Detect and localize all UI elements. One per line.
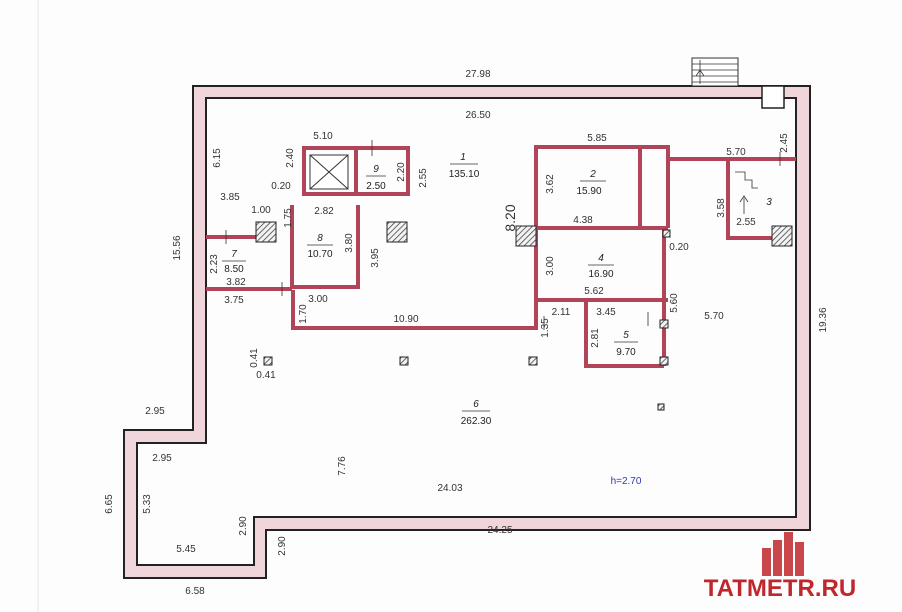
- dim-0-41b: 0.41: [256, 370, 276, 381]
- dim-notch-inner: 2.90: [238, 516, 249, 536]
- dim-10-90: 10.90: [393, 314, 418, 325]
- dim-2-11: 2.11: [552, 307, 571, 318]
- dim-1-00: 1.00: [251, 205, 271, 216]
- dim-bottom-inner: 24.03: [437, 483, 462, 494]
- room-area: 10.70: [307, 249, 332, 260]
- room-number: 3: [766, 197, 772, 208]
- dim-2-20: 2.20: [396, 162, 407, 182]
- room-labels: 1 135.10 2 15.90 3 4 16.90 5 9.70 6 262.…: [222, 152, 772, 427]
- dim-notch-outer: 2.90: [277, 536, 288, 556]
- dim-right: 19.36: [818, 307, 829, 332]
- dim-3-75: 3.75: [224, 295, 244, 306]
- interior-stair: [735, 171, 758, 214]
- room-label-5: 5 9.70: [614, 330, 638, 358]
- dim-bottom-wing-outer: 6.58: [185, 586, 205, 597]
- room-label-9: 9 2.50: [366, 164, 386, 192]
- dim-3-00a: 3.00: [308, 294, 328, 305]
- elevator-icon: [309, 154, 349, 190]
- dim-5-70a: 5.70: [726, 147, 746, 158]
- dim-3-00b: 3.00: [545, 256, 556, 276]
- dim-1-75: 1.75: [283, 208, 294, 228]
- dim-0-20a: 0.20: [271, 181, 291, 192]
- dim-2-40: 2.40: [285, 148, 296, 168]
- dim-0-20b: 0.20: [669, 242, 689, 253]
- room-label-8: 8 10.70: [307, 233, 333, 260]
- dim-8-20: 8.20: [502, 204, 518, 231]
- dim-3-80: 3.80: [344, 233, 355, 253]
- room-area: 16.90: [588, 269, 613, 280]
- dim-top-inner: 26.50: [465, 110, 490, 121]
- entrance-stair: [691, 57, 739, 87]
- room-label-6: 6 262.30: [461, 399, 492, 427]
- dim-1-70: 1.70: [298, 304, 309, 324]
- dim-5-60: 5.60: [669, 293, 680, 313]
- room-number: 4: [598, 253, 604, 264]
- room-area: 8.50: [224, 264, 244, 275]
- dim-3-62: 3.62: [545, 174, 556, 194]
- room-label-3: 3: [766, 197, 772, 208]
- dim-3-95: 3.95: [370, 248, 381, 268]
- dim-4-38: 4.38: [573, 215, 593, 226]
- tatmetr-logo-icon: [762, 532, 804, 576]
- room-area: 2.50: [366, 181, 386, 192]
- dim-3-45: 3.45: [596, 307, 616, 318]
- partitions: [206, 145, 796, 368]
- room-area: 135.10: [449, 169, 480, 180]
- brand-watermark: TATMETR.RU: [704, 575, 856, 602]
- room-label-4: 4 16.90: [588, 253, 614, 280]
- dim-5-85: 5.85: [587, 133, 607, 144]
- dim-bottom-wing-inner: 5.45: [176, 544, 196, 555]
- room-area: 9.70: [616, 347, 636, 358]
- dim-2-55b: 2.55: [736, 217, 756, 228]
- dim-5-62: 5.62: [584, 286, 604, 297]
- room-label-1: 1 135.10: [449, 152, 480, 180]
- room-number: 1: [460, 152, 466, 163]
- dim-0-41a: 0.41: [249, 348, 260, 368]
- dim-3-85: 3.85: [220, 192, 240, 203]
- dim-top-outer: 27.98: [465, 69, 490, 80]
- room-label-2: 2 15.90: [576, 169, 606, 197]
- dim-2-55: 2.55: [418, 168, 429, 188]
- dim-5-70b: 5.70: [704, 311, 724, 322]
- room-number: 2: [589, 169, 596, 180]
- room-number: 6: [473, 399, 479, 410]
- exterior-wall: [123, 85, 811, 579]
- dim-left-inner-long: 7.76: [337, 456, 348, 476]
- room-number: 9: [373, 164, 379, 175]
- dim-2-81: 2.81: [590, 328, 601, 348]
- room-number: 7: [231, 249, 237, 260]
- dim-5-10: 5.10: [313, 131, 333, 142]
- dim-step-upper-outer: 2.95: [145, 406, 165, 417]
- column-top-right: [761, 85, 785, 109]
- dim-3-82: 3.82: [226, 277, 246, 288]
- dim-left-lower-inner: 5.33: [142, 494, 153, 514]
- outer-dimensions: 27.98 26.50 15.56 19.36 2.95 2.95 6.65 5…: [104, 69, 829, 597]
- dim-1-35: 1.35: [540, 318, 551, 338]
- dimension-ticks: [225, 140, 781, 330]
- inner-dimensions: 6.15 5.10 2.40 0.20 2.20 2.55 3.85 1.00 …: [209, 131, 790, 381]
- columns: [255, 221, 793, 411]
- dim-left-lower-outer: 6.65: [104, 494, 115, 514]
- room-number: 8: [317, 233, 323, 244]
- dim-3-58: 3.58: [716, 198, 727, 218]
- room-area: 262.30: [461, 416, 492, 427]
- dim-2-45: 2.45: [779, 133, 790, 153]
- room-label-7: 7 8.50: [222, 249, 246, 275]
- dim-2-82: 2.82: [314, 206, 334, 217]
- dim-step-upper-inner: 2.95: [152, 453, 172, 464]
- dim-6-15: 6.15: [212, 148, 223, 168]
- dim-2-23: 2.23: [209, 254, 220, 274]
- ceiling-height-note: h=2.70: [611, 476, 642, 487]
- room-area: 15.90: [576, 186, 601, 197]
- dim-bottom-outer: 24.25: [487, 525, 512, 536]
- dim-left-upper: 15.56: [172, 235, 183, 260]
- room-number: 5: [623, 330, 629, 341]
